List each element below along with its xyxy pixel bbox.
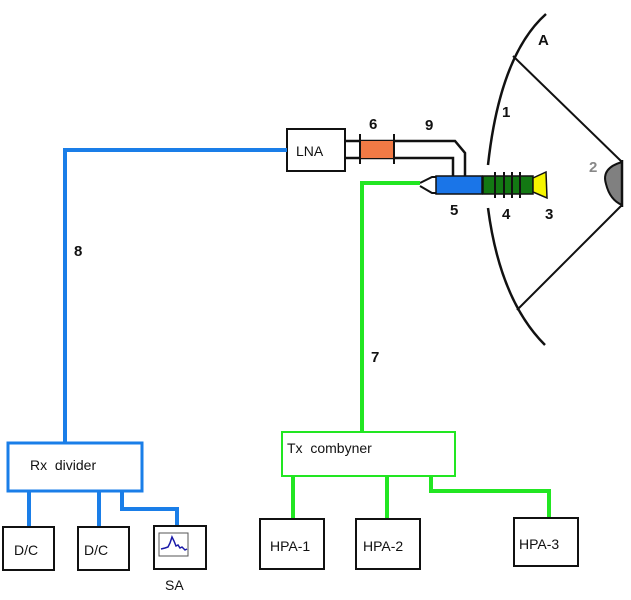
hpa-3-block[interactable]: [513, 517, 579, 567]
hpa-3-label: HPA-3: [519, 536, 559, 552]
label-waveguide: 9: [425, 117, 433, 134]
main-reflector-lower: [486, 207, 546, 346]
waveguide-top: [346, 139, 467, 176]
rx-divider-block[interactable]: [6, 441, 144, 493]
label-tx-line: 7: [371, 349, 379, 366]
ortho-coupler: [435, 175, 483, 195]
support-strut-lower: [516, 204, 623, 311]
tx-combiner-label: Tx combyner: [287, 440, 372, 456]
downconverter-2-label: D/C: [84, 542, 108, 558]
downconverter-2-block[interactable]: [77, 526, 130, 571]
spectrum-trace-icon: [160, 535, 188, 551]
main-reflector-upper: [486, 13, 547, 166]
spectrum-analyzer-screen: [158, 532, 189, 557]
tx-combiner-inputs: [291, 476, 551, 519]
rx-divider-label: Rx divider: [30, 457, 96, 473]
tx-reject-filter: [360, 141, 394, 158]
tx-line: [360, 181, 420, 432]
hpa-1-block[interactable]: [259, 518, 325, 570]
downconverter-1-label: D/C: [14, 542, 38, 558]
waveguide-bottom: [346, 156, 455, 176]
label-antenna: A: [538, 32, 549, 49]
lna-block[interactable]: [286, 128, 346, 172]
label-subreflector: 2: [589, 159, 597, 176]
rx-divider-outputs: [27, 491, 179, 527]
polarizer: [482, 175, 534, 195]
label-rx-line: 8: [74, 243, 82, 260]
rx-line: [63, 148, 287, 443]
support-strut-upper: [512, 55, 623, 163]
feed-horn: [532, 170, 548, 200]
hpa-2-block[interactable]: [355, 518, 421, 570]
polarizer-ridges: [494, 172, 521, 198]
label-polarizer: 4: [502, 206, 511, 223]
label-feed-horn: 3: [545, 206, 553, 223]
subreflector: [604, 160, 623, 207]
spectrum-analyzer-label: SA: [165, 577, 184, 593]
hpa-1-label: HPA-1: [270, 538, 310, 554]
coupler-tx-taper: [419, 176, 436, 194]
label-tx-reject-filter: 6: [369, 116, 377, 133]
lna-label: LNA: [296, 143, 324, 159]
label-main-reflector: 1: [502, 104, 510, 121]
tx-combiner-block[interactable]: [281, 431, 456, 477]
label-ortho-coupler: 5: [450, 202, 458, 219]
downconverter-1-block[interactable]: [2, 526, 55, 571]
hpa-2-label: HPA-2: [363, 538, 403, 554]
